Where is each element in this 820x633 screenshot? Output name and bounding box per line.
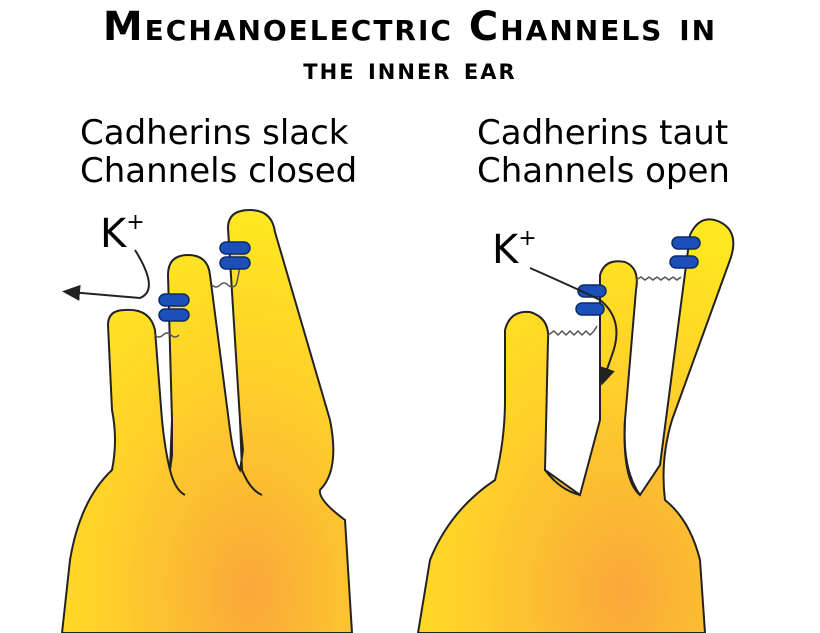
right-tip-link-2 xyxy=(635,276,682,281)
left-ion-symbol: K xyxy=(100,211,127,257)
left-tip-link-2 xyxy=(211,264,241,288)
right-ion-charge: + xyxy=(518,226,537,251)
right-panel-caption: Cadherins taut Channels open xyxy=(477,114,730,190)
right-ion-arrow xyxy=(529,267,618,386)
right-cilia-gap-1 xyxy=(544,469,581,496)
right-channel-state: Channels open xyxy=(477,151,730,191)
right-channel xyxy=(669,255,699,269)
left-ion-arrow xyxy=(62,249,150,301)
left-ion-charge: + xyxy=(126,210,145,235)
left-cilia-gap-2 xyxy=(239,419,263,496)
left-channel xyxy=(219,256,251,270)
diagram-subtitle: the inner ear xyxy=(303,52,517,87)
left-cilia-gap-1 xyxy=(168,419,186,496)
left-hair-cell xyxy=(60,208,354,633)
right-channel xyxy=(671,236,701,250)
left-channel xyxy=(158,293,190,307)
left-channel xyxy=(219,241,251,255)
left-cadherin-state: Cadherins slack xyxy=(80,113,349,153)
left-tip-link-1 xyxy=(154,332,180,338)
right-cadherin-state: Cadherins taut xyxy=(477,113,729,153)
left-cell-body xyxy=(60,208,354,633)
left-channel-state: Channels closed xyxy=(80,151,358,191)
diagram-title: Mechanoelectric Channels in xyxy=(102,4,718,50)
right-cell-body xyxy=(416,218,735,633)
left-panel-caption: Cadherins slack Channels closed xyxy=(80,114,357,190)
left-channel xyxy=(158,308,190,322)
right-tip-link-1 xyxy=(547,325,598,337)
right-ion-symbol: K xyxy=(492,227,519,273)
right-channel xyxy=(575,302,605,316)
left-potassium-label: K+ xyxy=(100,210,145,257)
left-channel-group xyxy=(158,241,251,322)
right-cilia-gap-2 xyxy=(623,419,641,496)
right-potassium-label: K+ xyxy=(492,226,537,273)
right-hair-cell xyxy=(416,218,735,633)
